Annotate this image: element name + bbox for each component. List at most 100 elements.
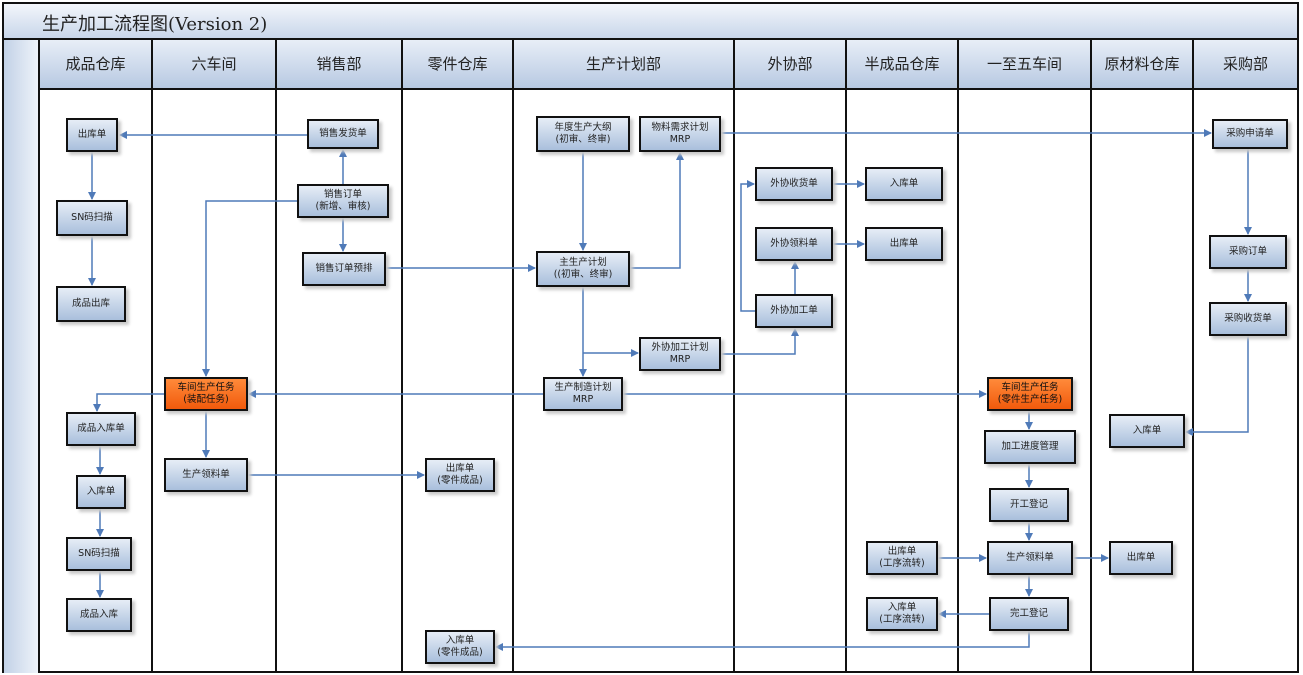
box-sublabel: (零件成品)	[437, 647, 483, 658]
box-label: 入库单	[445, 635, 475, 646]
fg-inbound-note[interactable]: 成品入库单	[66, 412, 136, 446]
box-sublabel: (新增、审核)	[315, 201, 371, 212]
flow-arrow	[630, 152, 684, 269]
box-label: 成品出库	[71, 298, 110, 309]
annual-production-outline[interactable]: 年度生产大纲(初审、终审)	[536, 116, 630, 152]
box-label: 入库单	[887, 602, 917, 613]
lane-header: 销售部	[277, 40, 401, 90]
purchase-order[interactable]: 采购订单	[1209, 235, 1287, 269]
purchase-receipt[interactable]: 采购收货单	[1209, 302, 1287, 336]
lane-header: 六车间	[153, 40, 275, 90]
start-registration[interactable]: 开工登记	[989, 488, 1069, 522]
sales-order-prescheduling[interactable]: 销售订单预排	[302, 252, 386, 286]
flow-arrow	[93, 393, 164, 412]
lane-header: 半成品仓库	[847, 40, 957, 90]
box-label: 销售发货单	[319, 128, 367, 139]
box-label: 开工登记	[1009, 499, 1048, 510]
box-label: 销售订单	[323, 189, 362, 200]
completion-registration[interactable]: 完工登记	[989, 597, 1069, 631]
box-label: 采购订单	[1228, 246, 1267, 257]
outsourcing-work-order[interactable]: 外协加工单	[755, 294, 833, 328]
master-production-schedule[interactable]: 主生产计划((初审、终审)	[536, 251, 630, 287]
fg-inbound-slip[interactable]: 入库单	[76, 475, 126, 509]
lane-semi-finished-warehouse: 半成品仓库	[847, 40, 959, 673]
lane-header: 原材料仓库	[1092, 40, 1192, 90]
flow-arrow	[1185, 336, 1249, 436]
box-sublabel: MRP	[669, 134, 691, 145]
box-label: 出库单	[887, 546, 917, 557]
purchase-request[interactable]: 采购申请单	[1212, 119, 1288, 149]
raw-inbound-slip[interactable]: 入库单	[1109, 414, 1185, 448]
lane-sales: 销售部	[277, 40, 403, 673]
outsourcing-receipt[interactable]: 外协收货单	[755, 167, 833, 201]
box-label: 成品入库	[79, 609, 118, 620]
parts-outbound-slip[interactable]: 出库单(零件成品)	[425, 458, 495, 492]
lane-parts-warehouse: 零件仓库	[403, 40, 514, 673]
fg-storage[interactable]: 成品入库	[66, 598, 132, 632]
fg-shipment[interactable]: 成品出库	[56, 286, 126, 322]
lane-workshops-1-5: 一至五车间	[959, 40, 1092, 673]
box-sublabel: ((初审、终审)	[553, 269, 613, 280]
diagram-title: 生产加工流程图(Version 2)	[4, 4, 1297, 40]
box-label: 生产领料单	[182, 469, 230, 480]
box-label: 外协领料单	[770, 238, 818, 249]
box-label: 主生产计划	[559, 257, 607, 268]
workshop15-picking[interactable]: 生产领料单	[987, 541, 1073, 575]
lane-finished-goods-warehouse: 成品仓库	[40, 40, 153, 673]
semi-inbound-transfer[interactable]: 入库单(工序流转)	[866, 597, 938, 631]
lane-header: 外协部	[735, 40, 845, 90]
box-label: 出库单	[445, 463, 475, 474]
lane-purchasing: 采购部	[1194, 40, 1297, 673]
lane-outsourcing: 外协部	[735, 40, 847, 673]
semi-outbound-transfer[interactable]: 出库单(工序流转)	[866, 541, 938, 575]
workshop-task-parts[interactable]: 车间生产任务(零件生产任务)	[987, 377, 1073, 411]
workshop6-picking[interactable]: 生产领料单	[164, 458, 248, 492]
box-label: 物料需求计划	[651, 122, 709, 133]
box-label: 出库单	[889, 238, 919, 249]
box-label: 采购申请单	[1226, 128, 1274, 139]
box-label: 车间生产任务	[1001, 382, 1059, 393]
progress-management[interactable]: 加工进度管理	[984, 430, 1076, 464]
flow-arrow	[495, 631, 1030, 651]
workshop-task-assembly[interactable]: 车间生产任务(装配任务)	[164, 377, 248, 411]
sales-delivery-note[interactable]: 销售发货单	[307, 119, 379, 149]
box-label: 生产领料单	[1006, 552, 1054, 563]
box-label: 销售订单预排	[315, 263, 373, 274]
lane-production-planning: 生产计划部	[514, 40, 735, 673]
fg-sn-scan-1[interactable]: SN码扫描	[56, 200, 128, 236]
box-sublabel: (零件生产任务)	[997, 394, 1063, 405]
raw-outbound-slip[interactable]: 出库单	[1109, 541, 1173, 575]
box-label: 出库单	[1126, 552, 1156, 563]
lane-header: 一至五车间	[959, 40, 1090, 90]
box-label: 年度生产大纲	[554, 122, 612, 133]
box-label: SN码扫描	[71, 212, 113, 223]
box-sublabel: (装配任务)	[183, 394, 229, 405]
box-sublabel: (初审、终审)	[555, 134, 611, 145]
fg-outbound-slip[interactable]: 出库单	[66, 118, 118, 152]
box-label: 外协加工单	[770, 305, 818, 316]
sales-order[interactable]: 销售订单(新增、审核)	[297, 184, 389, 218]
parts-inbound-slip[interactable]: 入库单(零件成品)	[425, 630, 495, 664]
lane-header: 生产计划部	[514, 40, 733, 90]
semi-outbound-slip[interactable]: 出库单	[865, 227, 943, 261]
box-label: 采购收货单	[1224, 313, 1272, 324]
box-sublabel: (工序流转)	[879, 614, 925, 625]
semi-inbound-slip[interactable]: 入库单	[865, 167, 943, 201]
box-label: SN码扫描	[78, 548, 120, 559]
fg-sn-scan-2[interactable]: SN码扫描	[66, 537, 132, 571]
box-label: 加工进度管理	[1001, 441, 1059, 452]
lane-workshop-6: 六车间	[153, 40, 277, 673]
box-sublabel: MRP	[572, 394, 594, 405]
box-label: 入库单	[86, 486, 116, 497]
box-label: 外协加工计划	[651, 342, 709, 353]
box-label: 完工登记	[1009, 608, 1048, 619]
outsourcing-picking[interactable]: 外协领料单	[755, 227, 833, 261]
flow-arrow	[740, 180, 755, 312]
box-sublabel: MRP	[669, 354, 691, 365]
box-label: 入库单	[1132, 425, 1162, 436]
lane-header: 零件仓库	[403, 40, 512, 90]
